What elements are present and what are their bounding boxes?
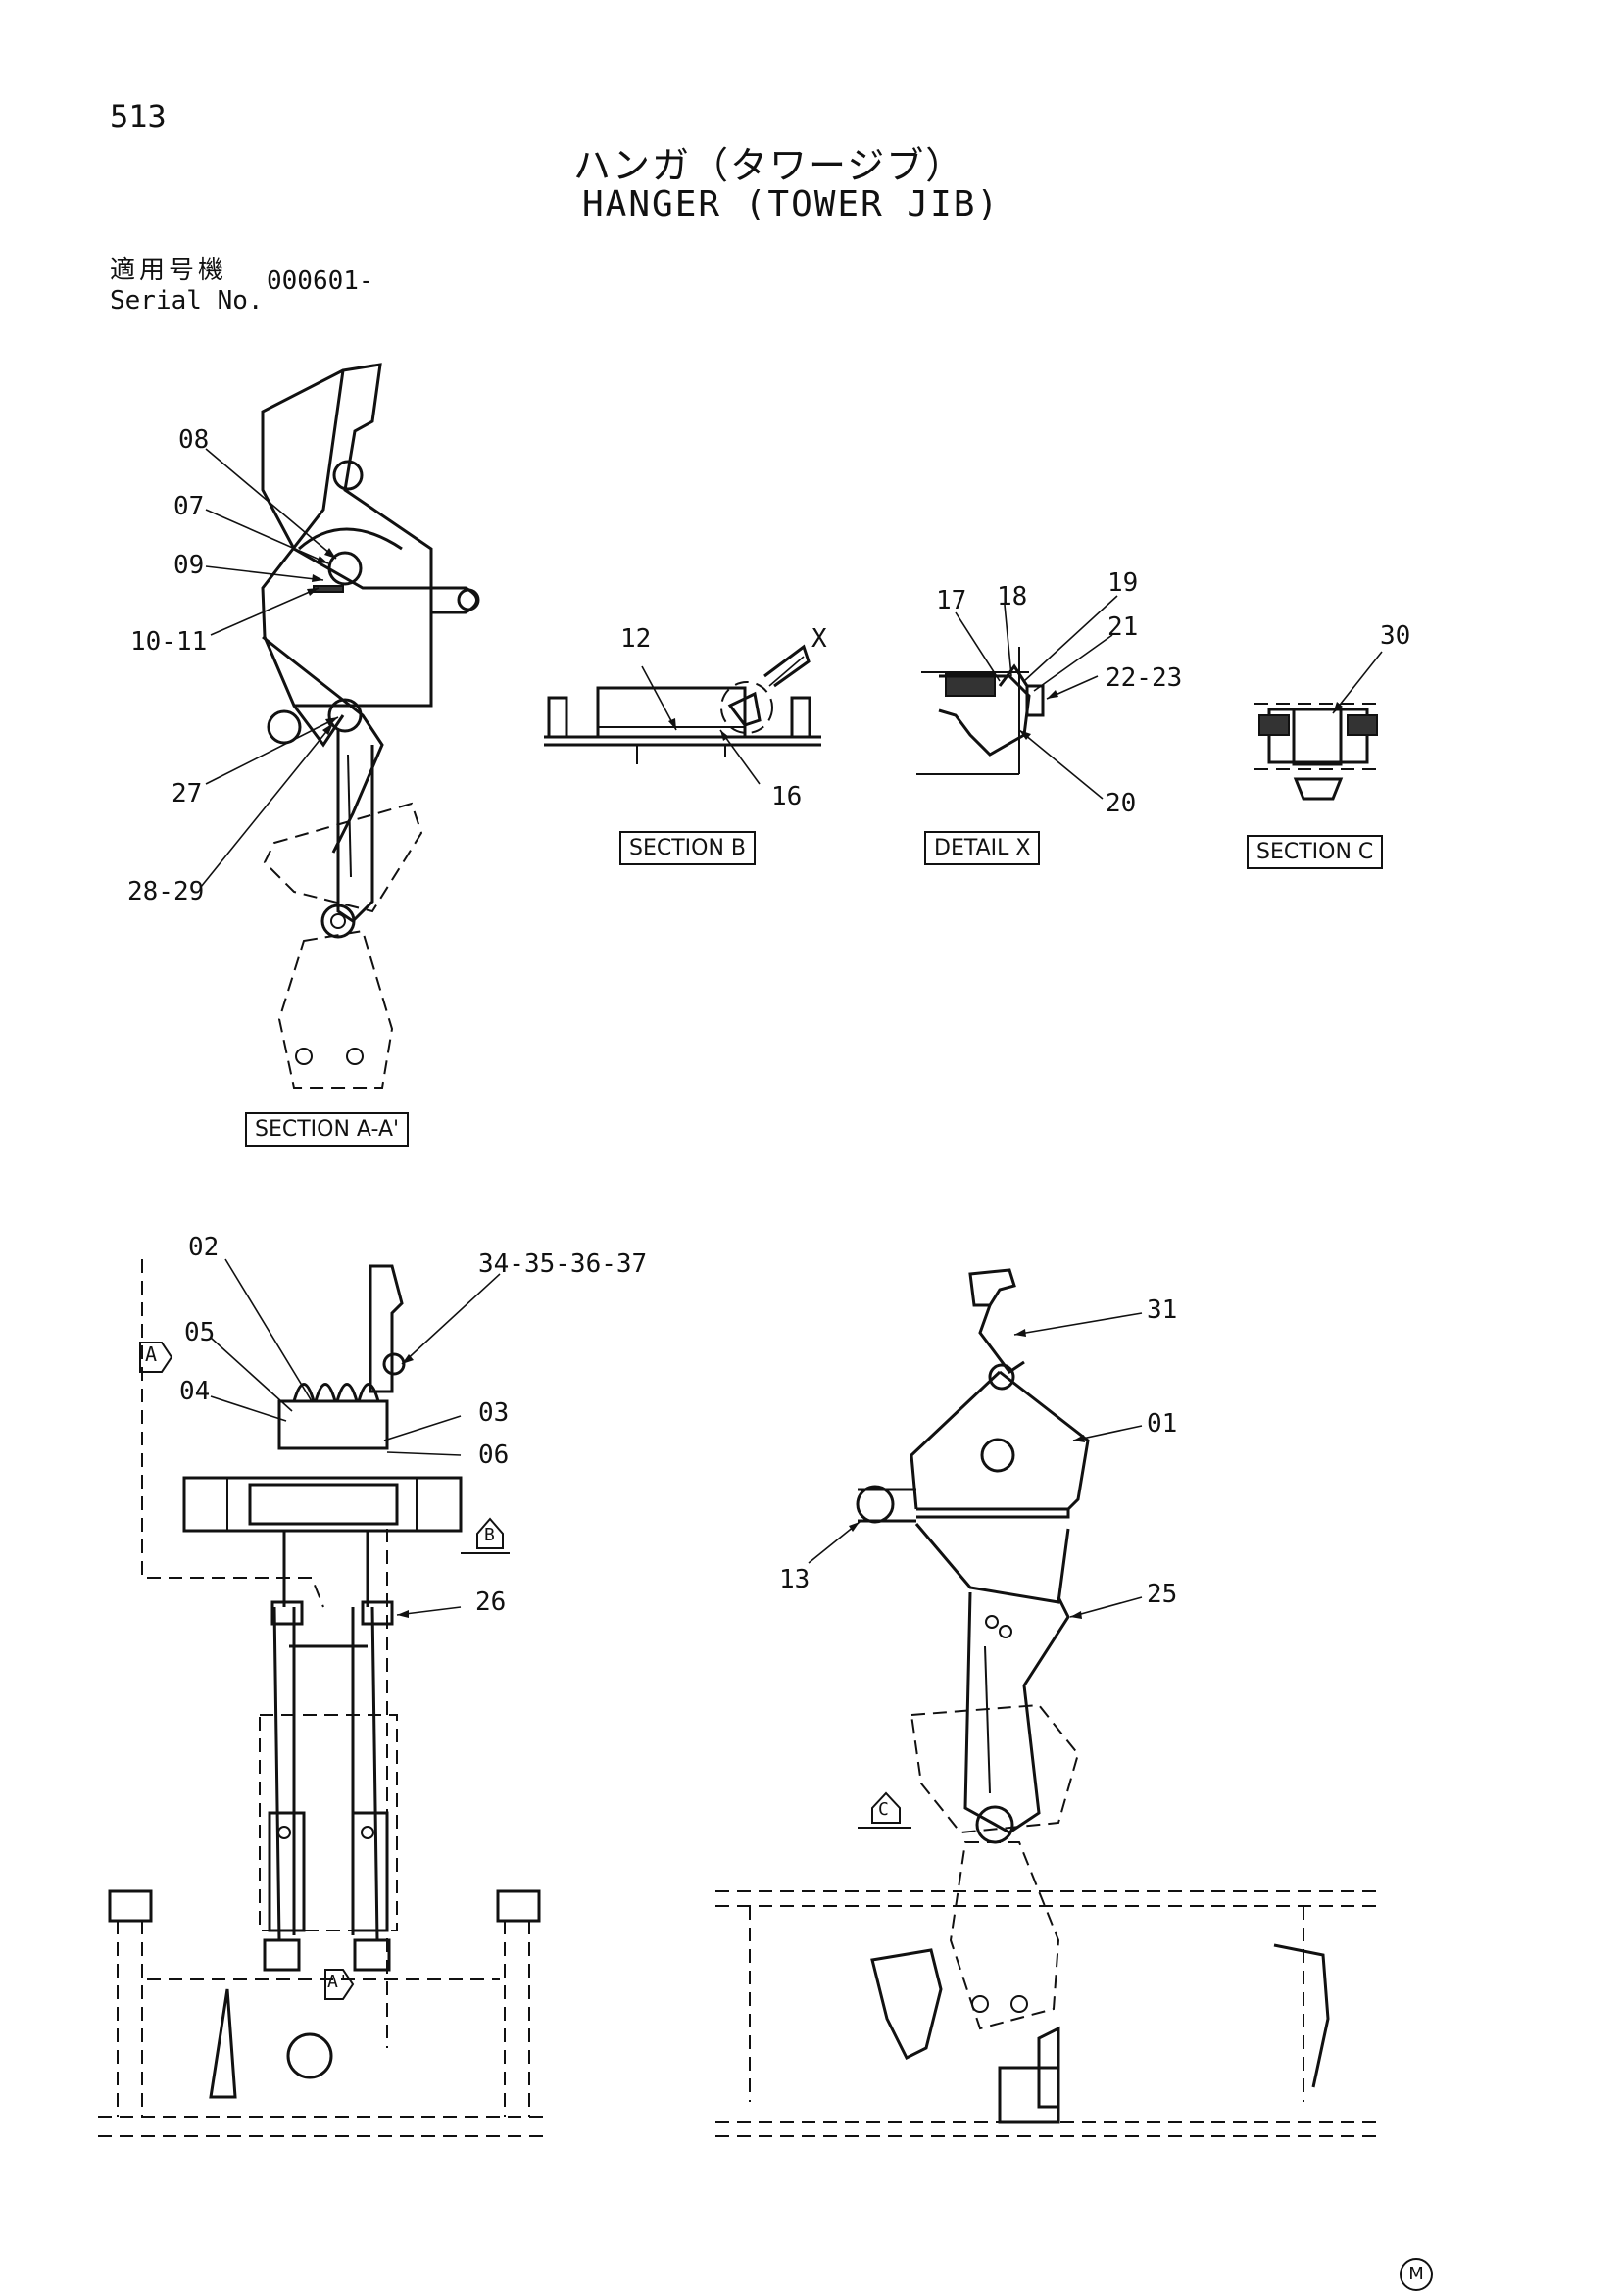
part-label-07: 07 bbox=[173, 492, 205, 521]
part-label-02: 02 bbox=[188, 1233, 220, 1262]
view-marker-b: B bbox=[484, 1525, 495, 1545]
view-marker-c: C bbox=[878, 1799, 889, 1820]
part-label-30: 30 bbox=[1380, 621, 1411, 651]
serial-label-japanese: 適用号機 bbox=[110, 256, 228, 285]
part-label-05: 05 bbox=[184, 1318, 216, 1347]
view-marker-arrows bbox=[139, 1342, 911, 2000]
part-label-12: 12 bbox=[620, 624, 652, 654]
part-label-17: 17 bbox=[936, 586, 967, 615]
detail-x-title: DETAIL X bbox=[924, 831, 1041, 865]
serial-number-value: 000601- bbox=[267, 267, 374, 296]
page-number: 513 bbox=[110, 98, 167, 135]
part-label-34-35-36-37: 34-35-36-37 bbox=[478, 1249, 648, 1279]
section-c-title: SECTION C bbox=[1247, 835, 1384, 869]
part-label-26: 26 bbox=[475, 1588, 507, 1617]
view-marker-x: X bbox=[812, 624, 827, 654]
part-label-28-29: 28-29 bbox=[127, 877, 205, 906]
part-label-01: 01 bbox=[1147, 1409, 1178, 1439]
serial-label-english: Serial No. bbox=[110, 286, 264, 316]
detail-x-drawing bbox=[916, 647, 1045, 775]
part-label-09: 09 bbox=[173, 551, 205, 580]
leader-lines bbox=[200, 448, 1383, 1619]
part-label-08: 08 bbox=[178, 425, 210, 455]
part-label-03: 03 bbox=[478, 1398, 510, 1428]
section-b-title: SECTION B bbox=[619, 831, 757, 865]
part-label-22-23: 22-23 bbox=[1106, 663, 1183, 693]
section-c-drawing bbox=[1254, 703, 1382, 801]
part-label-19: 19 bbox=[1107, 568, 1139, 598]
section-b-drawing bbox=[544, 644, 821, 764]
part-label-10-11: 10-11 bbox=[130, 627, 208, 657]
side-elevation-drawing bbox=[715, 1268, 1382, 2137]
part-label-20: 20 bbox=[1106, 789, 1137, 818]
part-label-21: 21 bbox=[1107, 612, 1139, 642]
page-title-english: HANGER (TOWER JIB) bbox=[582, 184, 1001, 224]
part-label-27: 27 bbox=[172, 779, 203, 808]
view-marker-a: A bbox=[145, 1343, 158, 1366]
front-elevation-drawing bbox=[98, 1259, 549, 2137]
part-label-31: 31 bbox=[1147, 1295, 1178, 1325]
part-label-18: 18 bbox=[997, 582, 1028, 611]
part-label-06: 06 bbox=[478, 1441, 510, 1470]
view-marker-a-prime: A' bbox=[327, 1972, 349, 1992]
section-aa-title: SECTION A-A' bbox=[245, 1112, 410, 1147]
part-label-16: 16 bbox=[771, 782, 803, 811]
circled-m-mark: M bbox=[1400, 2258, 1433, 2291]
section-aa-drawing bbox=[261, 363, 480, 1089]
part-label-04: 04 bbox=[179, 1377, 211, 1406]
part-label-13: 13 bbox=[779, 1565, 811, 1594]
page-title-japanese: ハンガ（タワージブ） bbox=[573, 144, 965, 187]
part-label-25: 25 bbox=[1147, 1580, 1178, 1609]
